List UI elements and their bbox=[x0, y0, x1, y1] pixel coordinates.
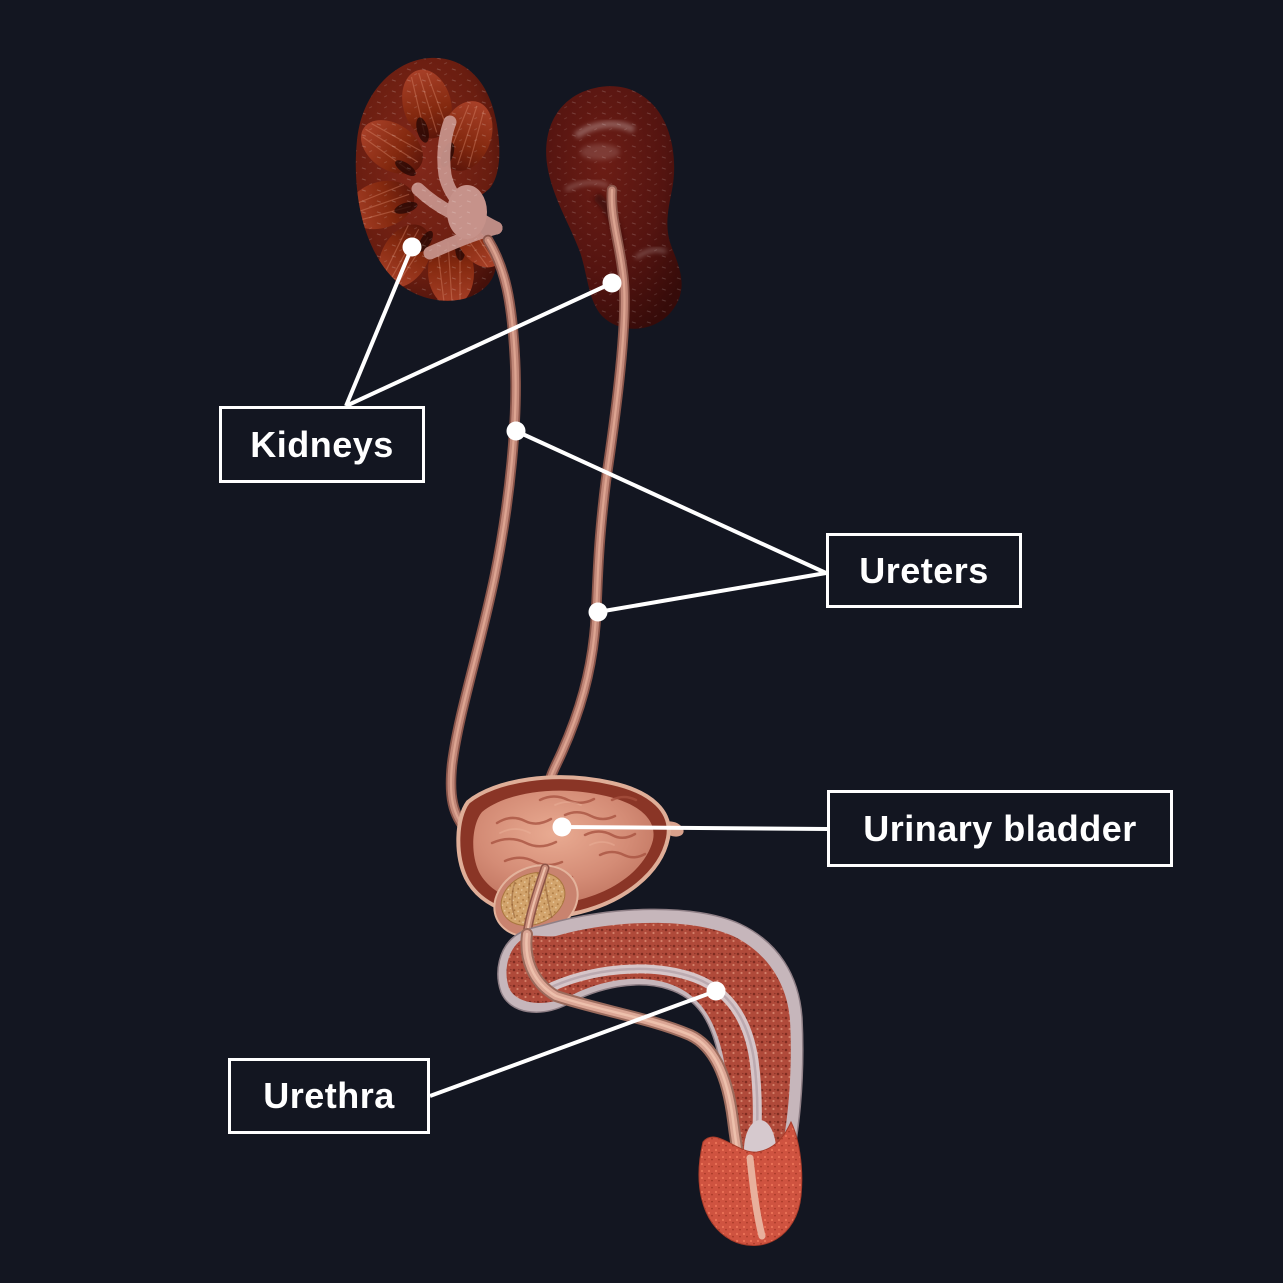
label-kidneys-text: Kidneys bbox=[250, 423, 394, 465]
leader-line-kidneys bbox=[345, 281, 613, 408]
marker-dot-kidneys bbox=[602, 273, 622, 293]
label-urinary-bladder: Urinary bladder bbox=[827, 790, 1173, 867]
label-kidneys: Kidneys bbox=[219, 406, 425, 483]
marker-dot-urethra bbox=[706, 981, 726, 1001]
ureter-left bbox=[445, 234, 521, 838]
leader-line-urethra bbox=[429, 989, 717, 1098]
penis-sagittal-section bbox=[497, 908, 804, 1246]
prostate bbox=[493, 863, 579, 939]
marker-dot-urinary-bladder bbox=[552, 817, 572, 837]
kidney-cross-section bbox=[355, 57, 503, 301]
ureter-right bbox=[545, 184, 630, 792]
label-urethra-text: Urethra bbox=[263, 1075, 395, 1116]
marker-dot-ureters bbox=[506, 421, 526, 441]
leader-line-ureters bbox=[515, 429, 827, 575]
leader-line-urinary-bladder bbox=[561, 825, 828, 831]
leader-line-kidneys bbox=[344, 246, 414, 407]
urethral-opening-path bbox=[746, 1154, 766, 1240]
prostatic-urethra bbox=[522, 863, 550, 939]
label-urinary-bladder-text: Urinary bladder bbox=[863, 807, 1137, 849]
label-ureters: Ureters bbox=[826, 533, 1022, 608]
marker-dot-ureters bbox=[588, 602, 608, 622]
label-ureters-text: Ureters bbox=[859, 549, 989, 591]
leader-line-ureters bbox=[597, 571, 827, 614]
marker-dot-kidneys bbox=[402, 237, 422, 257]
label-urethra: Urethra bbox=[228, 1058, 430, 1134]
